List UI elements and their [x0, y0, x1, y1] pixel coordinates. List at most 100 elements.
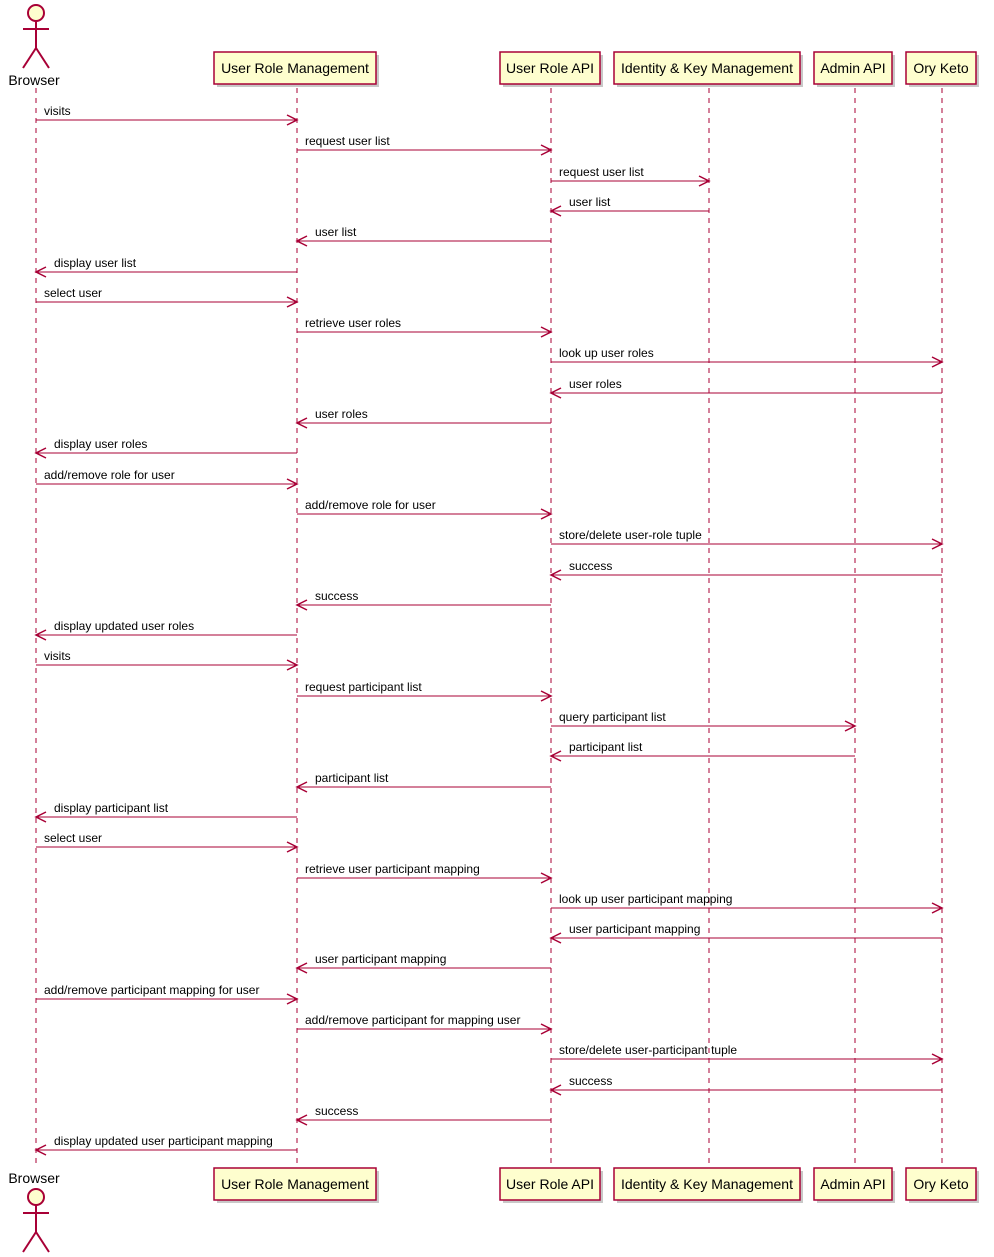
message-label: look up user roles — [559, 346, 654, 360]
participant-box-admin-top: Admin API — [813, 51, 895, 87]
participant-box-ikm-bottom: Identity & Key Management — [613, 1167, 803, 1203]
box — [499, 51, 601, 85]
message-label: retrieve user participant mapping — [305, 862, 480, 876]
message-1: visits — [36, 104, 299, 126]
message-arrow-head — [540, 508, 553, 520]
message-20: request participant list — [297, 680, 553, 702]
participant-name-api-top: User Role API — [506, 60, 594, 76]
message-24: display participant list — [34, 801, 297, 823]
participant-box-admin-bottom: Admin API — [813, 1167, 895, 1203]
message-31: add/remove participant for mapping user — [297, 1013, 553, 1035]
message-arrow-head — [295, 235, 308, 247]
message-8: retrieve user roles — [297, 316, 553, 338]
message-label: user participant mapping — [569, 922, 700, 936]
message-label: request user list — [305, 134, 390, 148]
message-18: display updated user roles — [34, 619, 297, 641]
message-label: visits — [44, 104, 71, 118]
message-13: add/remove role for user — [36, 468, 299, 490]
box — [613, 1167, 801, 1201]
box — [813, 51, 893, 85]
participant-name-urm-bottom: User Role Management — [221, 1176, 369, 1192]
message-label: add/remove role for user — [44, 468, 175, 482]
box — [613, 51, 801, 85]
message-arrow-head — [540, 1023, 553, 1035]
message-arrow-head — [549, 932, 562, 944]
box — [213, 51, 377, 85]
message-25: select user — [36, 831, 299, 853]
message-arrow-head — [549, 387, 562, 399]
message-label: success — [569, 1074, 612, 1088]
message-arrow-head — [34, 1144, 47, 1156]
message-label: participant list — [569, 740, 643, 754]
participant-name-admin-bottom: Admin API — [820, 1176, 885, 1192]
participant-name-api-bottom: User Role API — [506, 1176, 594, 1192]
participant-box-api-top: User Role API — [499, 51, 603, 87]
participant-name-keto-bottom: Ory Keto — [913, 1176, 968, 1192]
message-27: look up user participant mapping — [551, 892, 944, 914]
actor-left-leg — [22, 47, 37, 69]
message-arrow-head — [698, 175, 711, 187]
message-label: display updated user roles — [54, 619, 194, 633]
box — [213, 1167, 377, 1201]
message-label: display updated user participant mapping — [54, 1134, 273, 1148]
message-3: request user list — [551, 165, 711, 187]
participant-box-api-bottom: User Role API — [499, 1167, 603, 1203]
message-label: store/delete user-role tuple — [559, 528, 702, 542]
message-arrow-head — [540, 872, 553, 884]
message-label: participant list — [315, 771, 389, 785]
actor-browser-top — [22, 4, 50, 69]
message-6: display user list — [34, 256, 297, 278]
message-arrow-head — [295, 962, 308, 974]
message-29: user participant mapping — [295, 952, 551, 974]
message-arrow-head — [540, 690, 553, 702]
participant-name-browser-bottom: Browser — [8, 1170, 60, 1186]
message-label: add/remove role for user — [305, 498, 436, 512]
message-arrow-head — [295, 781, 308, 793]
message-label: user list — [315, 225, 357, 239]
participant-box-keto-bottom: Ory Keto — [905, 1167, 979, 1203]
box — [813, 1167, 893, 1201]
message-label: user roles — [315, 407, 368, 421]
message-arrow-head — [34, 629, 47, 641]
participant-box-urm-top: User Role Management — [213, 51, 379, 87]
message-arrow-head — [540, 326, 553, 338]
message-label: retrieve user roles — [305, 316, 401, 330]
message-label: display participant list — [54, 801, 169, 815]
message-arrow-head — [295, 417, 308, 429]
message-label: display user list — [54, 256, 137, 270]
message-33: success — [549, 1074, 942, 1096]
message-12: display user roles — [34, 437, 297, 459]
message-22: participant list — [549, 740, 855, 762]
message-label: add/remove participant mapping for user — [44, 983, 259, 997]
actor-right-leg — [35, 47, 50, 69]
messages: visits request user list request user list… — [34, 104, 944, 1156]
message-label: store/delete user-participant tuple — [559, 1043, 737, 1057]
message-arrow-head — [549, 1084, 562, 1096]
message-5: user list — [295, 225, 551, 247]
message-label: add/remove participant for mapping user — [305, 1013, 520, 1027]
message-arrow-head — [931, 356, 944, 368]
box — [499, 1167, 601, 1201]
message-17: success — [295, 589, 551, 611]
message-23: participant list — [295, 771, 551, 793]
message-16: success — [549, 559, 942, 581]
message-label: select user — [44, 831, 102, 845]
message-35: display updated user participant mapping — [34, 1134, 297, 1156]
message-21: query participant list — [551, 710, 857, 732]
message-arrow-head — [34, 447, 47, 459]
message-label: query participant list — [559, 710, 666, 724]
actor-head — [27, 4, 45, 22]
message-15: store/delete user-role tuple — [551, 528, 944, 550]
message-arrow-head — [931, 1053, 944, 1065]
actor-left-leg — [22, 1231, 37, 1253]
message-4: user list — [549, 195, 709, 217]
message-34: success — [295, 1104, 551, 1126]
actor-head — [27, 1188, 45, 1206]
message-arrow-head — [540, 144, 553, 156]
message-14: add/remove role for user — [297, 498, 553, 520]
participant-box-keto-top: Ory Keto — [905, 51, 979, 87]
message-10: user roles — [549, 377, 942, 399]
message-arrow-head — [931, 538, 944, 550]
message-2: request user list — [297, 134, 553, 156]
